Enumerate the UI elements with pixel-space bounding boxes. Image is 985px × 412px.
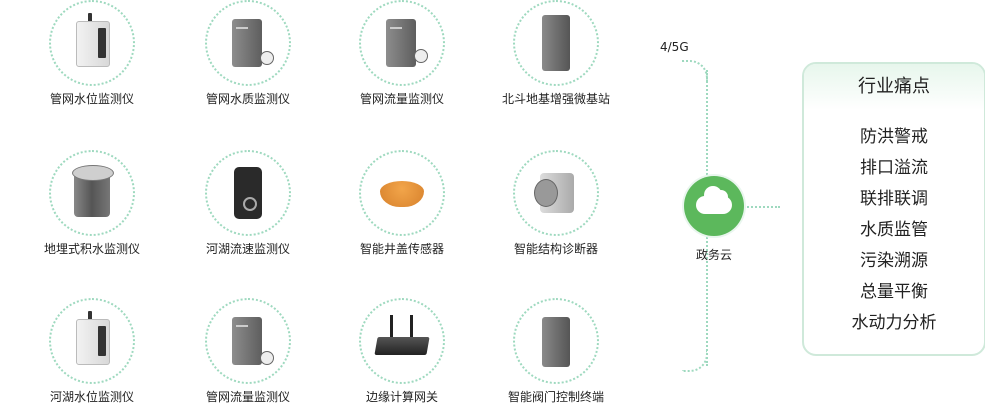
device-ring [359,150,445,236]
list-item: 排口溢流 [860,158,928,178]
device-ring [205,298,291,384]
device-ring [49,0,135,86]
river-flow-speed-sensor-icon [218,163,278,223]
device-card: 管网水位监测仪 [22,0,162,106]
device-card: 河湖流速监测仪 [178,150,318,256]
device-card: 北斗地基增强微基站 [486,0,626,106]
device-label: 河湖水位监测仪 [49,390,134,404]
cloud-node [684,176,744,236]
connector-curve-top [682,60,708,82]
pain-points-list: 防洪警戒 排口溢流 联排联调 水质监管 污染溯源 总量平衡 水动力分析 [804,122,984,339]
device-label: 地埋式积水监测仪 [43,242,140,256]
connector-curve-bottom [682,350,708,372]
device-ring [359,298,445,384]
device-label: 北斗地基增强微基站 [501,92,610,106]
device-card: 地埋式积水监测仪 [22,150,162,256]
device-card: 管网流量监测仪 [332,0,472,106]
white-water-level-sensor-icon [62,13,122,73]
device-ring [205,0,291,86]
device-label: 河湖流速监测仪 [205,242,290,256]
list-item: 污染溯源 [860,251,928,271]
manhole-cover-sensor-icon [372,163,432,223]
cloud-icon [696,186,732,214]
device-label: 管网流量监测仪 [359,92,444,106]
edge-gateway-router-icon [372,311,432,371]
device-label: 管网水位监测仪 [49,92,134,106]
device-card: 管网流量监测仪 [178,298,318,404]
device-ring [513,150,599,236]
device-ring [513,0,599,86]
device-card: 智能结构诊断器 [486,150,626,256]
buried-water-sensor-icon [62,163,122,223]
device-card: 管网水质监测仪 [178,0,318,106]
device-label: 智能结构诊断器 [513,242,598,256]
pain-points-panel: 行业痛点 防洪警戒 排口溢流 联排联调 水质监管 污染溯源 总量平衡 水动力分析 [802,62,985,356]
grey-flow-meter-icon [372,13,432,73]
network-label: 4/5G [660,40,689,54]
device-card: 智能阀门控制终端 [486,298,626,404]
grey-water-quality-sensor-icon [218,13,278,73]
device-label: 管网流量监测仪 [205,390,290,404]
beidou-base-station-icon [526,13,586,73]
cloud-label: 政务云 [695,248,732,262]
device-label: 边缘计算网关 [365,390,438,404]
valve-controller-icon [526,311,586,371]
structure-diagnostic-icon [526,163,586,223]
grey-flow-meter-icon [218,311,278,371]
device-ring [359,0,445,86]
device-card: 智能井盖传感器 [332,150,472,256]
device-ring [513,298,599,384]
device-ring [49,150,135,236]
list-item: 总量平衡 [860,282,928,302]
device-label: 管网水质监测仪 [205,92,290,106]
connector-horizontal-line [744,206,780,208]
list-item: 水动力分析 [851,313,937,333]
device-ring [49,298,135,384]
device-label: 智能井盖传感器 [359,242,444,256]
device-ring [205,150,291,236]
device-card: 河湖水位监测仪 [22,298,162,404]
list-item: 水质监管 [860,220,928,240]
device-label: 智能阀门控制终端 [507,390,604,404]
list-item: 防洪警戒 [860,127,928,147]
list-item: 联排联调 [860,189,928,209]
panel-title: 行业痛点 [804,64,984,110]
river-water-level-sensor-icon [62,311,122,371]
device-card: 边缘计算网关 [332,298,472,404]
